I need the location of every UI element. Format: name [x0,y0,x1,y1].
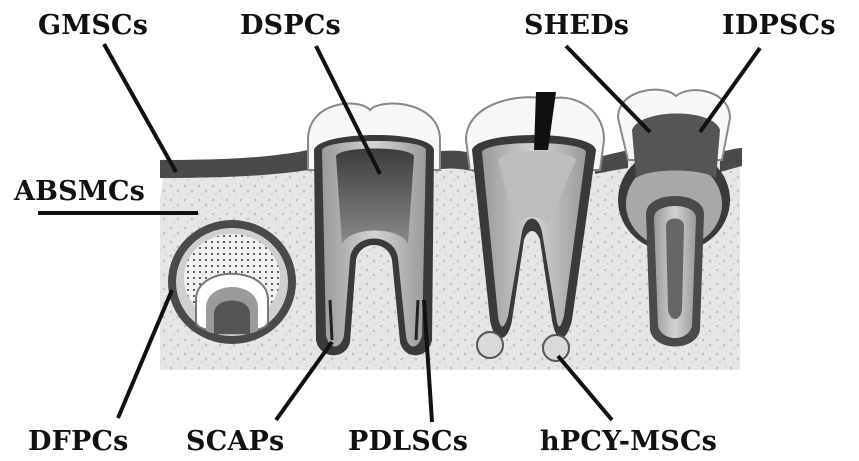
label-dfpcs: DFPCs [28,428,129,455]
label-scaps: SCAPs [186,428,284,455]
label-dspcs: DSPCs [240,12,341,39]
label-idpscs: IDPSCs [722,12,836,39]
label-absmcs: ABSMCs [14,178,145,205]
label-sheds: SHEDs [524,12,629,39]
label-pdlscs: PDLSCs [348,428,468,455]
tooth-bud [168,220,296,344]
label-hpcy-mscs: hPCY-MSCs [540,428,717,455]
pointer-gmscs [104,44,176,172]
label-gmscs: GMSCs [38,12,148,39]
